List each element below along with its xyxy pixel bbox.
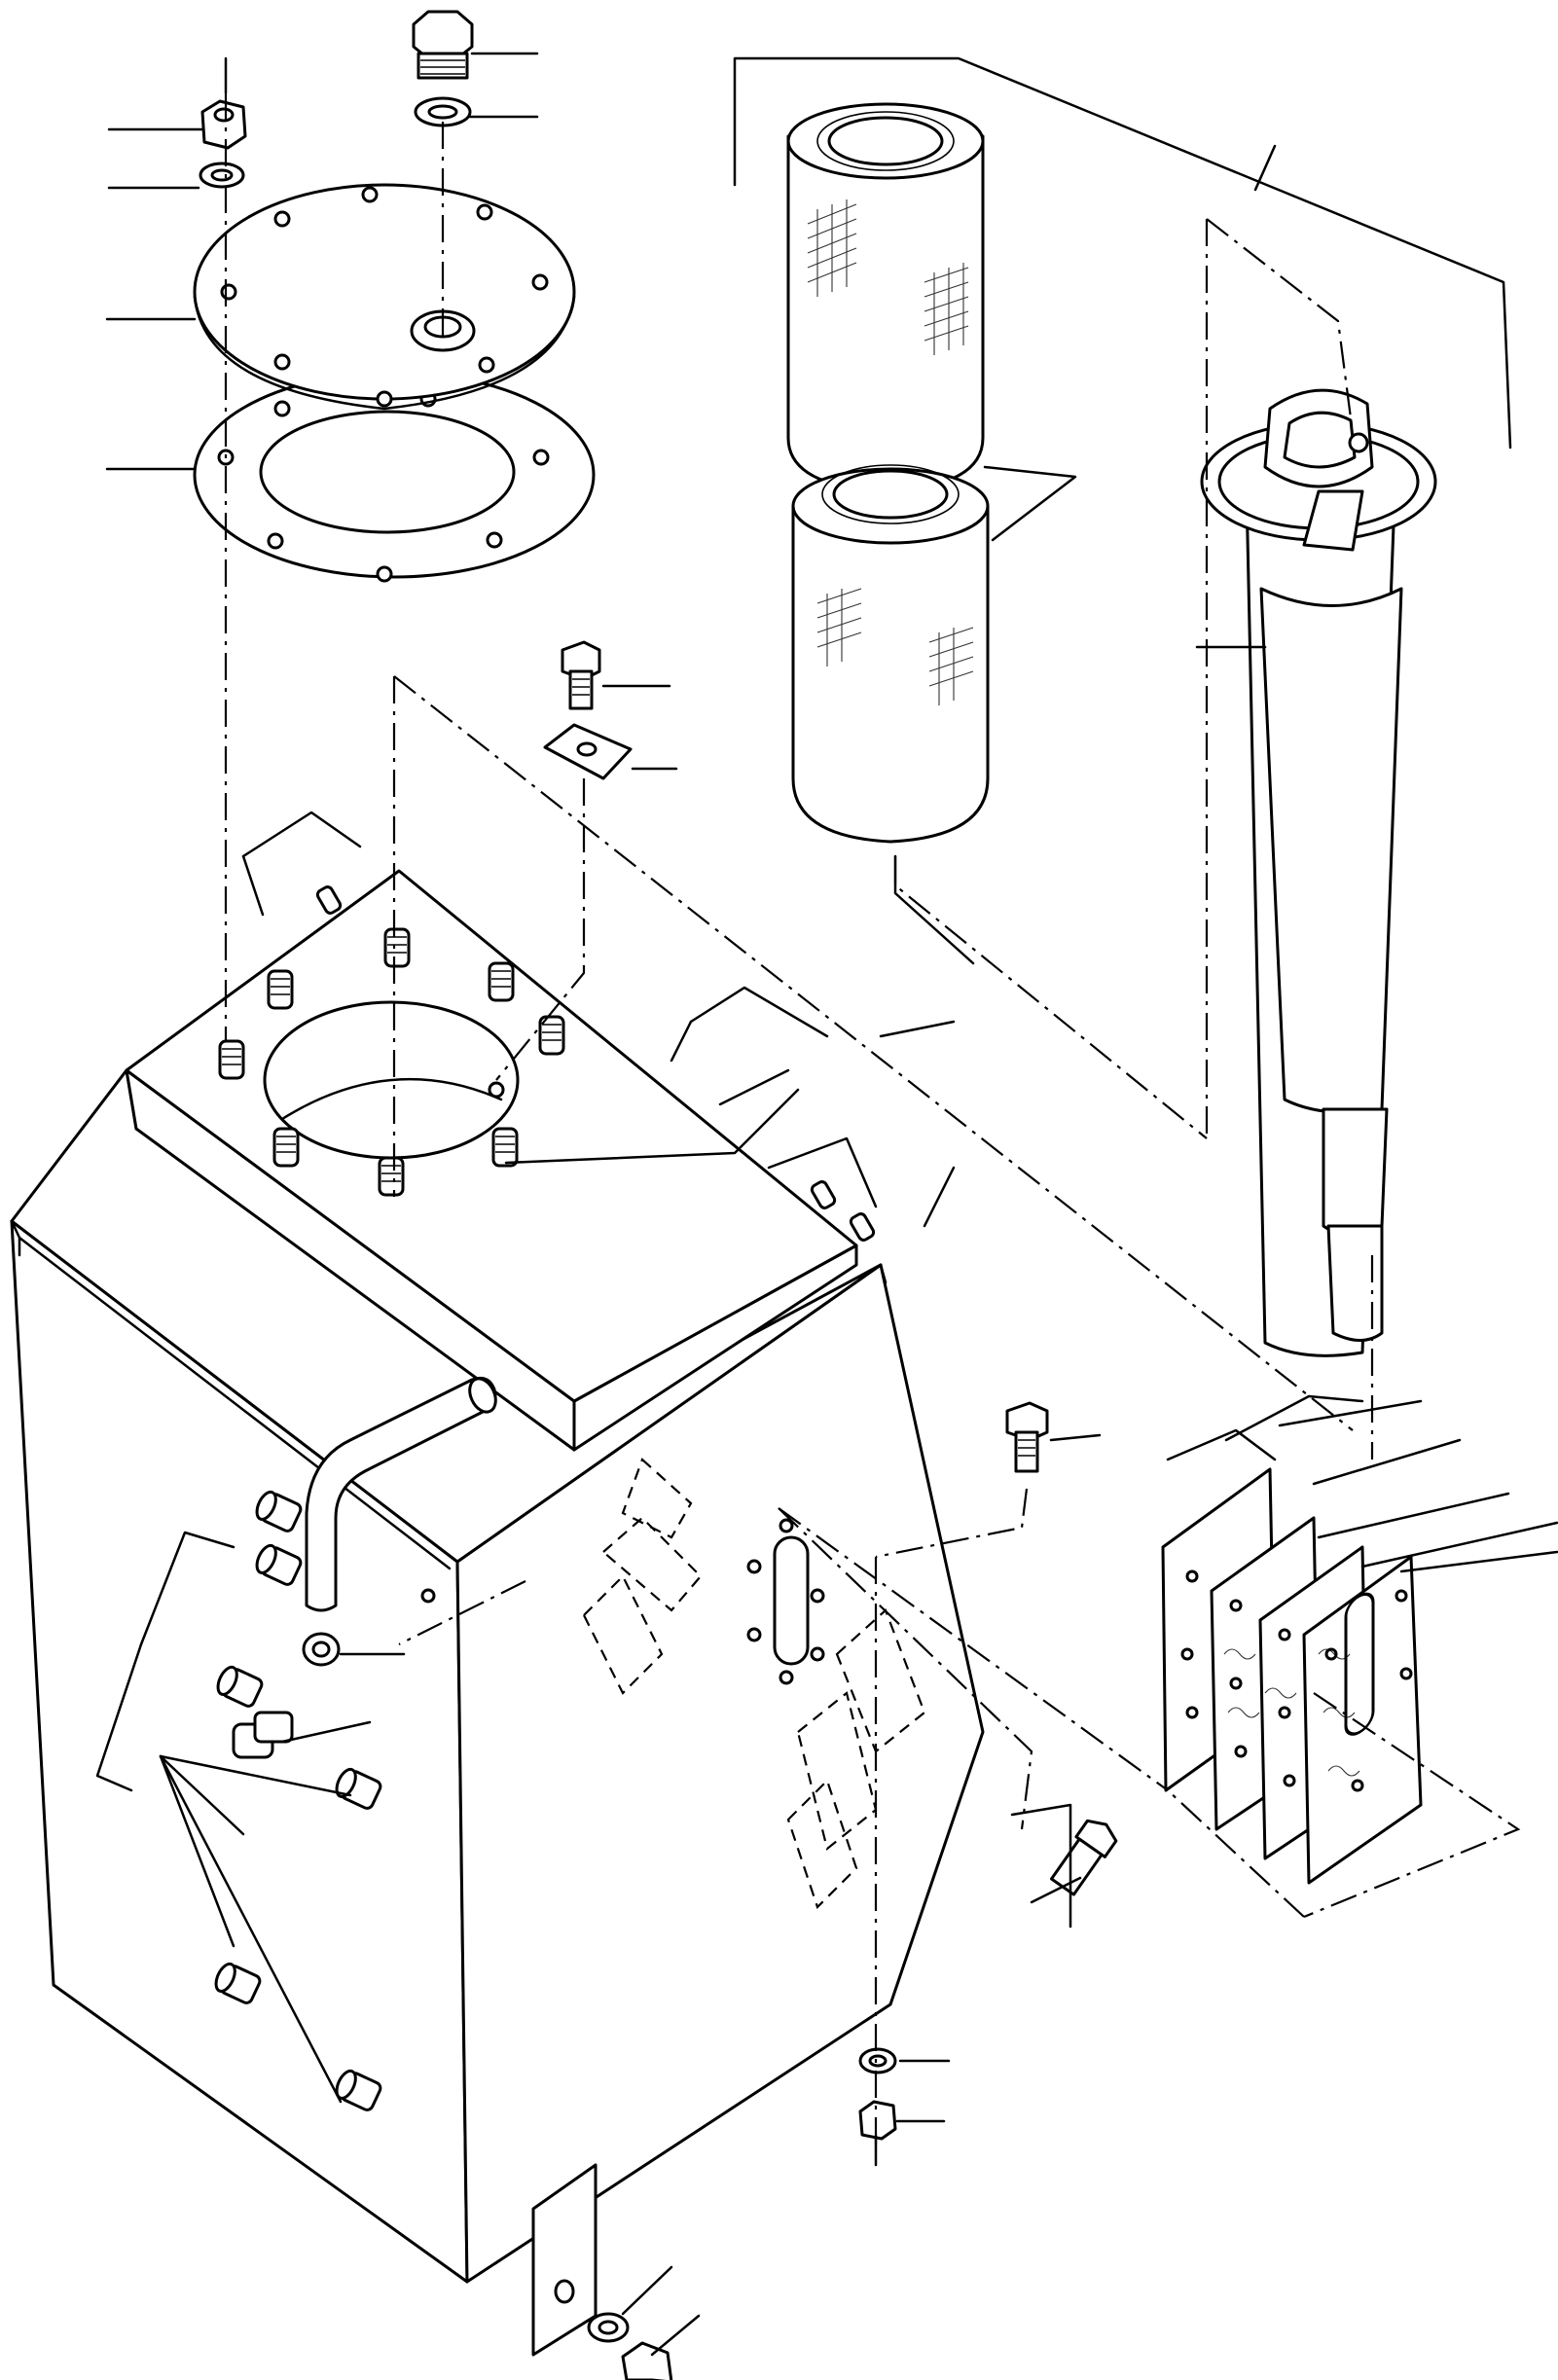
filter-housing: [1200, 388, 1437, 1357]
assembly-centerlines: [224, 92, 1521, 2150]
filler-cover-assembly: [193, 10, 596, 583]
callout-leader-lines: [95, 52, 1558, 2357]
top-plate-studs: [218, 927, 565, 1197]
cover-plate: [193, 183, 576, 401]
fasteners: [543, 640, 1118, 2380]
tank-top-plate: [125, 869, 858, 1403]
filter-elements: [786, 102, 990, 844]
drain-fittings: [214, 1490, 436, 2111]
sight-gauge-parts: [1161, 1467, 1423, 1885]
sight-gauge-slot: [746, 1518, 825, 1685]
hydraulic-tank: [10, 869, 985, 2357]
cover-nut: [200, 99, 247, 150]
cover-gasket: [193, 371, 596, 579]
filler-cap: [412, 10, 474, 127]
